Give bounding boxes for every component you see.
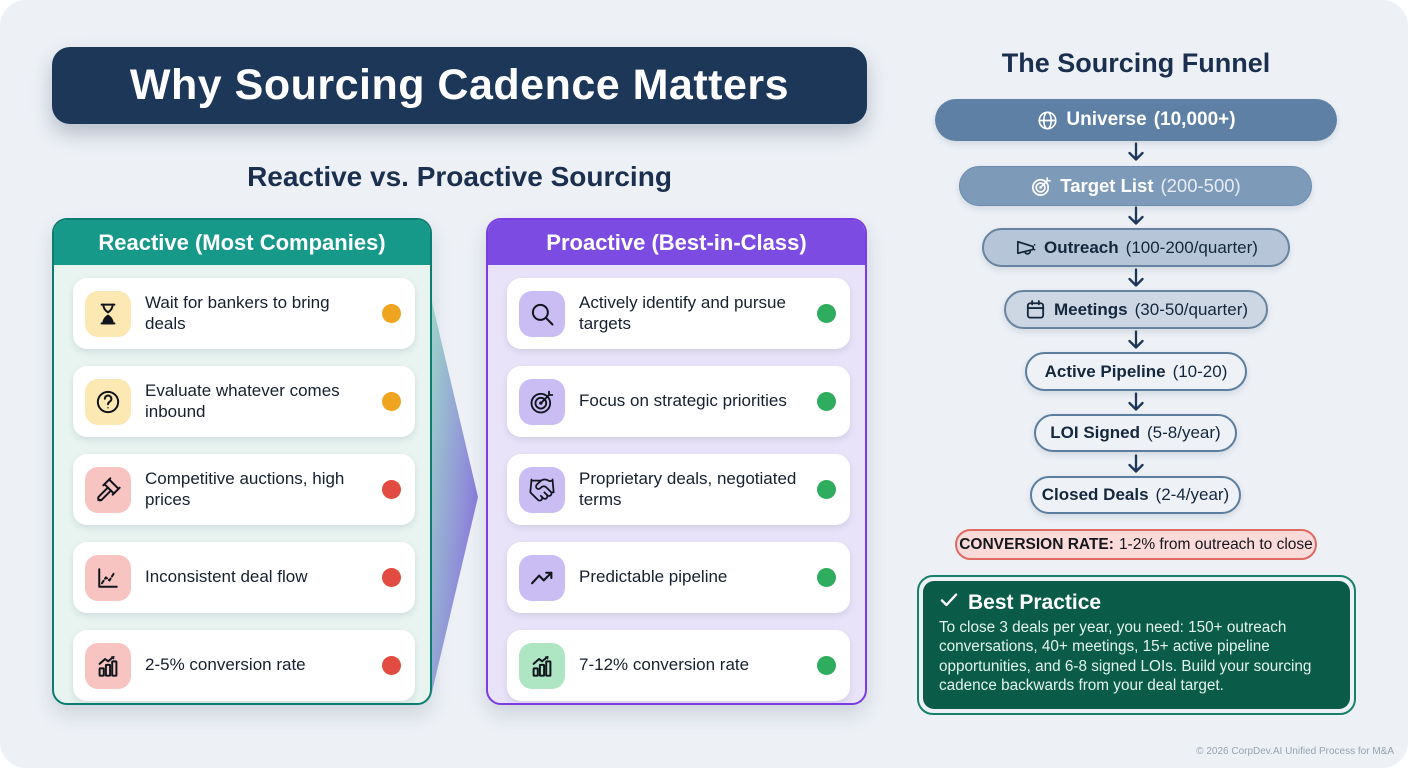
target-icon [519,378,565,425]
funnel-stage-active-pipeline: Active Pipeline (10-20) [1025,352,1247,391]
footer-credit: © 2026 CorpDev.AI Unified Process for M&… [1196,746,1394,757]
stage-count: (5-8/year) [1147,423,1221,442]
status-dot [817,568,836,587]
funnel-stage-loi-signed: LOI Signed (5-8/year) [1034,414,1237,452]
stage-count: (30-50/quarter) [1134,299,1249,319]
globe-icon [1036,109,1059,132]
question-circle-icon [85,378,131,425]
list-item: Focus on strategic priorities [507,366,850,437]
status-dot [817,480,836,499]
stage-name: Closed Deals [1041,485,1149,504]
proactive-list: Actively identify and pursue targets Foc… [488,265,865,703]
proactive-header: Proactive (Best-in-Class) [488,220,865,265]
list-item: 7-12% conversion rate [507,630,850,701]
status-dot [817,304,836,323]
item-label: Proprietary deals, negotiated terms [579,468,797,509]
stage-count: (10-20) [1172,361,1228,381]
item-label: 7-12% conversion rate [579,655,750,675]
down-arrow-icon [1126,454,1146,476]
funnel-stage-closed-deals: Closed Deals (2-4/year) [1030,476,1241,514]
item-label: 2-5% conversion rate [145,655,306,675]
list-item: Actively identify and pursue targets [507,278,850,349]
check-icon [939,590,959,615]
item-label: Wait for bankers to bring deals [145,292,330,333]
list-item: Wait for bankers to bring deals [73,278,415,349]
item-label: Actively identify and pursue targets [579,292,786,333]
stage-name: Universe [1066,109,1147,130]
status-dot [817,656,836,675]
trend-up-icon [519,554,565,601]
conversion-rate-pill: CONVERSION RATE: 1-2% from outreach to c… [955,529,1317,560]
list-item: Evaluate whatever comes inbound [73,366,415,437]
list-item: Predictable pipeline [507,542,850,613]
proactive-column: Proactive (Best-in-Class) Actively ident… [486,218,867,705]
down-arrow-icon [1126,392,1146,414]
comparison-arrow [432,302,478,692]
funnel-stage-universe: Universe (10,000+) [935,99,1337,141]
stage-name: Meetings [1053,299,1128,319]
line-chart-icon [85,554,131,601]
item-label: Predictable pipeline [579,567,728,587]
page-subtitle: Reactive vs. Proactive Sourcing [247,161,672,192]
funnel-title: The Sourcing Funnel [1001,48,1271,78]
status-dot [382,392,401,411]
handshake-icon [519,466,565,513]
search-icon [519,290,565,337]
best-practice-title: Best Practice [968,590,1102,614]
page-title: Why Sourcing Cadence Matters [129,61,790,109]
status-dot [382,656,401,675]
conversion-label: CONVERSION RATE: [959,535,1114,553]
status-dot [382,480,401,499]
stage-name: Target List [1060,175,1154,196]
list-item: Proprietary deals, negotiated terms [507,454,850,525]
stage-name: Outreach [1044,237,1119,257]
item-label: Competitive auctions, high prices [145,468,345,509]
item-label: Evaluate whatever comes inbound [145,380,340,421]
megaphone-icon [1014,236,1037,259]
funnel-stage-target-list: Target List (200-500) [959,166,1312,206]
list-item: 2-5% conversion rate [73,630,415,701]
status-dot [817,392,836,411]
stage-count: (10,000+) [1153,109,1236,130]
list-item: Competitive auctions, high prices [73,454,415,525]
stage-name: Active Pipeline [1044,361,1166,381]
best-practice-body: To close 3 deals per year, you need: 150… [939,619,1312,694]
status-dot [382,568,401,587]
reactive-header: Reactive (Most Companies) [54,220,430,265]
funnel-stage-meetings: Meetings (30-50/quarter) [1004,290,1268,329]
down-arrow-icon [1126,330,1146,352]
item-label: Focus on strategic priorities [579,391,787,411]
stage-name: LOI Signed [1050,423,1141,442]
list-item: Inconsistent deal flow [73,542,415,613]
reactive-list: Wait for bankers to bring deals Evaluate… [54,265,430,703]
target-icon [1030,175,1053,198]
status-dot [382,304,401,323]
item-label: Inconsistent deal flow [145,567,308,587]
bar-chart-icon [85,642,131,689]
conversion-value: 1-2% from outreach to close [1118,535,1313,553]
stage-count: (100-200/quarter) [1125,237,1258,257]
stage-count: (2-4/year) [1155,485,1230,504]
stage-count: (200-500) [1160,175,1241,196]
gavel-icon [85,466,131,513]
reactive-column: Reactive (Most Companies) Wait for banke… [52,218,432,705]
best-practice-card: Best Practice To close 3 deals per year,… [917,575,1356,715]
funnel-stage-outreach: Outreach (100-200/quarter) [982,228,1290,267]
down-arrow-icon [1126,268,1146,290]
bar-chart-icon [519,642,565,689]
title-banner: Why Sourcing Cadence Matters [52,47,867,124]
hourglass-icon [85,290,131,337]
calendar-icon [1024,298,1047,321]
down-arrow-icon [1126,206,1146,228]
down-arrow-icon [1126,142,1146,164]
